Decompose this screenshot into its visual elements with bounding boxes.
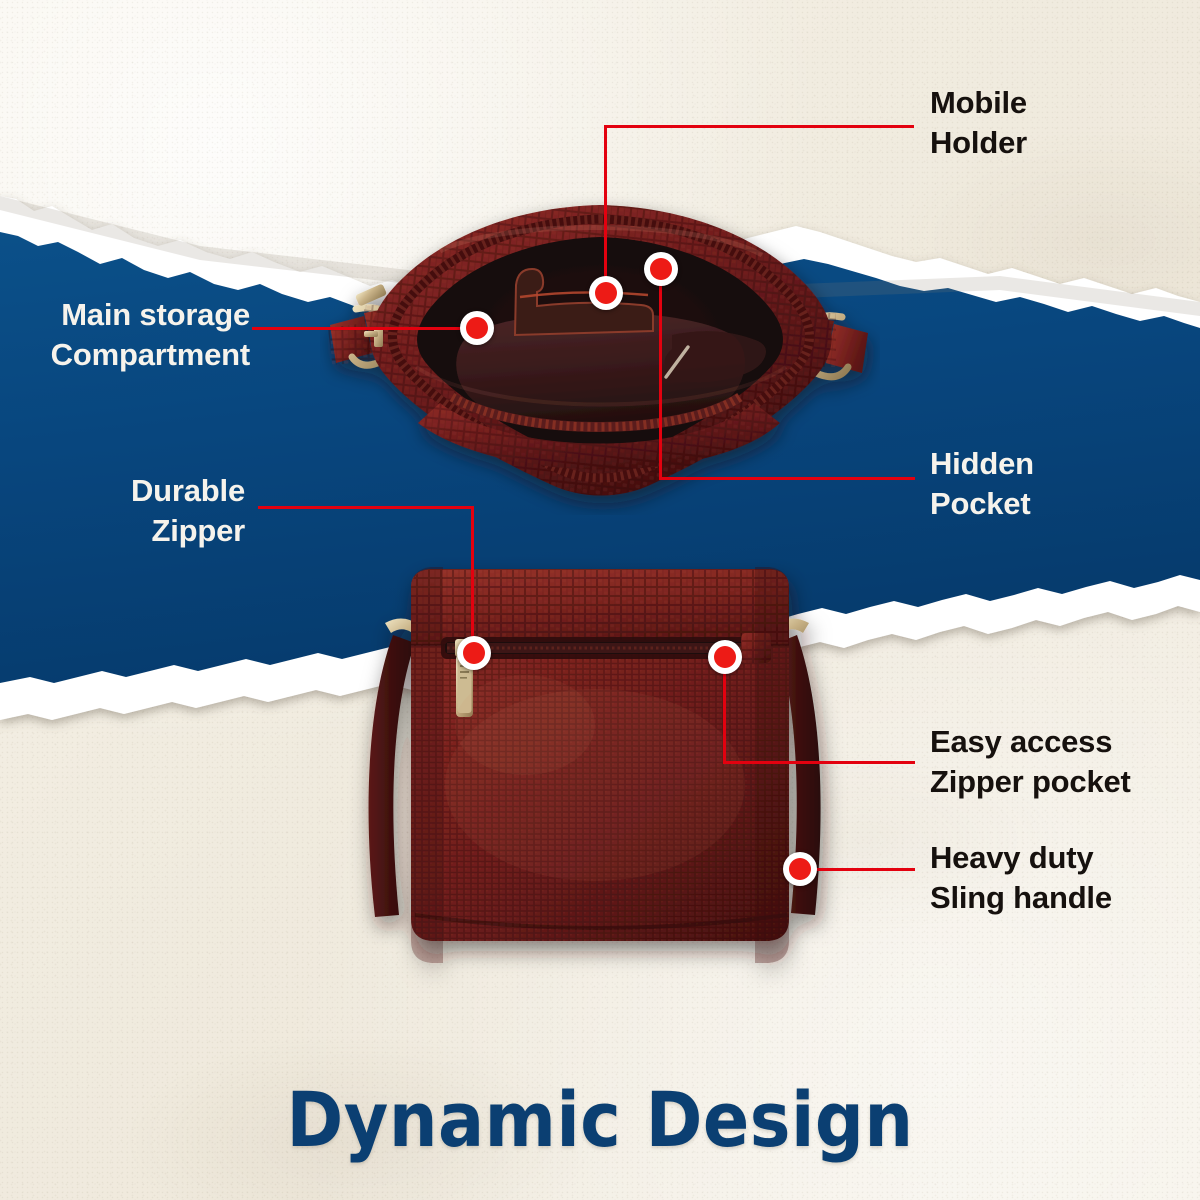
leader-hidden-pocket-vertical <box>659 272 662 478</box>
callout-label-heavy-duty-sling-handle: Heavy duty Sling handle <box>930 840 1112 915</box>
sling-strap-left <box>368 635 415 917</box>
mobile-holder-pocket <box>513 267 654 337</box>
leader-easy-access-horizontal <box>723 761 915 764</box>
leader-main-storage-horizontal <box>252 327 490 330</box>
callout-dot-hidden-pocket[interactable] <box>644 252 678 286</box>
callout-label-durable-zipper: Durable Zipper <box>130 473 245 548</box>
callout-dot-main-storage-compartment[interactable] <box>460 311 494 345</box>
leader-durable-zipper-horizontal <box>258 506 473 509</box>
callout-label-mobile-holder: Mobile Holder <box>930 85 1027 160</box>
hidden-pocket <box>664 331 766 383</box>
bag-open-top-view <box>320 185 880 515</box>
leader-sling-handle-horizontal <box>812 868 915 871</box>
easy-access-zipper-pocket <box>441 633 771 663</box>
brand-plate <box>355 284 387 306</box>
sling-strap-right <box>777 635 821 915</box>
leader-durable-zipper-vertical <box>471 506 474 661</box>
callout-label-hidden-pocket: Hidden Pocket <box>930 446 1034 521</box>
bag-front-view <box>345 515 855 995</box>
torn-edge-shadow-top <box>0 196 1200 316</box>
leader-mobile-holder-vertical <box>604 125 607 310</box>
leader-easy-access-vertical <box>723 660 726 763</box>
callout-dot-heavy-duty-sling-handle[interactable] <box>783 852 817 886</box>
zipper-pull-left <box>364 327 383 347</box>
callout-label-main-storage-compartment: Main storage Compartment <box>50 297 251 372</box>
callout-label-easy-access-zipper-pocket: Easy access Zipper pocket <box>930 724 1131 799</box>
callout-dot-easy-access-zipper-pocket[interactable] <box>708 640 742 674</box>
leader-hidden-pocket-horizontal <box>659 477 915 480</box>
bag-front-svg <box>368 567 821 963</box>
main-compartment-zipper <box>418 392 780 470</box>
callout-dot-durable-zipper[interactable] <box>457 636 491 670</box>
callout-dot-mobile-holder[interactable] <box>589 276 623 310</box>
page-title: Dynamic Design <box>286 1075 914 1164</box>
bag-open-svg <box>327 205 868 496</box>
leader-mobile-holder-horizontal <box>604 125 914 128</box>
